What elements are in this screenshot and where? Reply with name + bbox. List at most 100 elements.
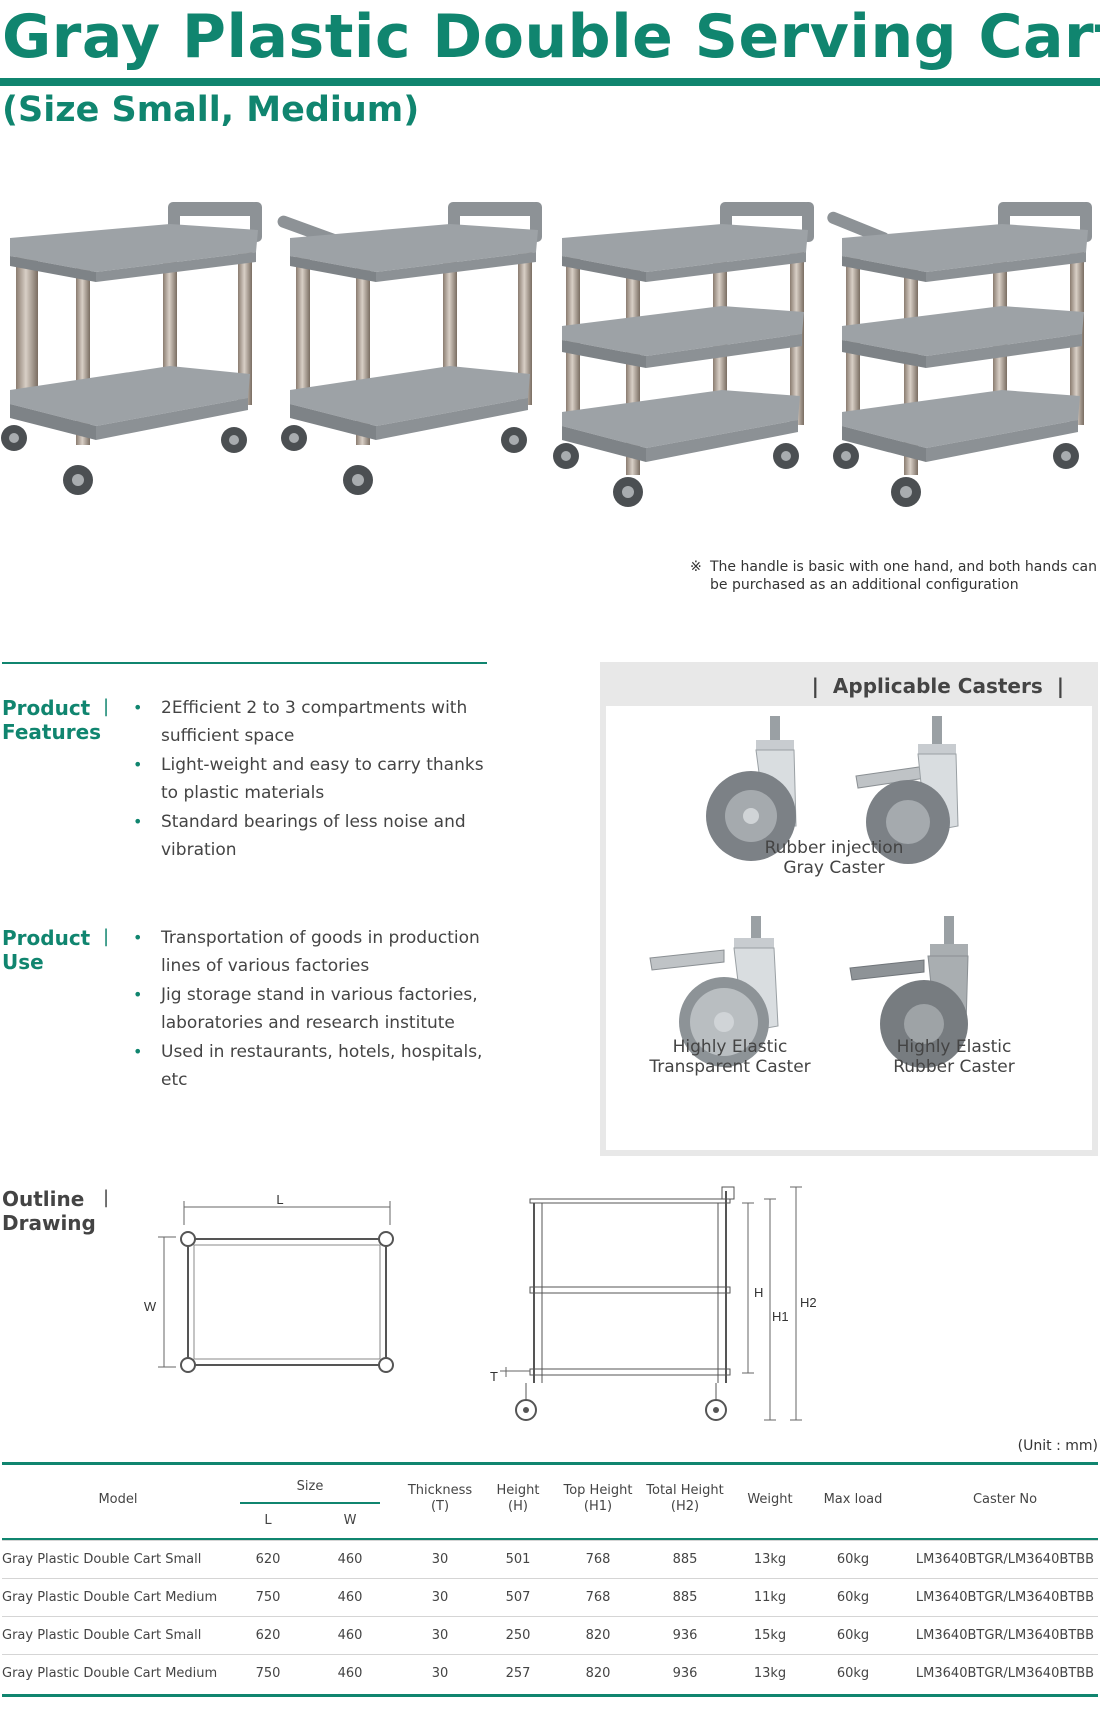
use-text: Transportation of goods in production li…: [161, 928, 480, 976]
use-text: Jig storage stand in various factories, …: [161, 985, 478, 1033]
list-item: •Jig storage stand in various factories,…: [133, 981, 493, 1037]
cell-h: 250: [505, 1628, 531, 1643]
list-item: • Used in restaurants, hotels, hospitals,…: [133, 1038, 493, 1094]
cell-h1: 820: [585, 1628, 611, 1643]
cell-l: 750: [255, 1590, 281, 1605]
dim-h1-label: H1: [772, 1309, 789, 1324]
caster-gray-icon: [706, 716, 797, 861]
casters-header: | Applicable Casters |: [606, 668, 1092, 706]
cart-3tier-two-handles: [827, 202, 1092, 507]
cell-max-load: 60kg: [836, 1628, 870, 1643]
cell-caster: LM3640BTGR/LM3640BTBB: [915, 1666, 1095, 1681]
cell-l: 750: [255, 1666, 281, 1681]
cart-photos: [1, 202, 1092, 507]
cell-t: 30: [431, 1590, 449, 1605]
header-height-line2: (H): [508, 1499, 528, 1514]
cell-caster: LM3640BTGR/LM3640BTBB: [915, 1552, 1095, 1567]
unit-label: (Unit : mm): [1017, 1438, 1098, 1454]
features-label: Product Features: [2, 696, 101, 744]
features-label-line2: Features: [2, 720, 102, 744]
top-view-drawing: L W: [144, 1195, 394, 1373]
header-thickness: Thickness (T): [400, 1483, 480, 1515]
cell-max-load: 60kg: [836, 1666, 870, 1681]
header-size-w: W: [343, 1513, 357, 1528]
casters-title-text: Applicable Casters: [832, 674, 1043, 698]
use-label-line2: Use: [2, 950, 44, 974]
header-total-height: Total Height (H2): [642, 1483, 728, 1515]
caster-label-line2: Gray Caster: [783, 858, 885, 878]
use-separator: |: [103, 926, 110, 947]
cell-h2: 885: [672, 1552, 698, 1567]
cell-t: 30: [431, 1628, 449, 1643]
table-top-rule: [2, 1462, 1098, 1465]
cart-2tier-two-handles: [277, 202, 542, 495]
cell-w: 460: [337, 1590, 363, 1605]
cell-caster: LM3640BTGR/LM3640BTBB: [915, 1590, 1095, 1605]
cell-l: 620: [255, 1552, 281, 1567]
list-item: •Transportation of goods in production l…: [133, 924, 493, 980]
cell-h1: 768: [585, 1590, 611, 1605]
caster-label: Highly Elastic Rubber Caster: [854, 1037, 1054, 1077]
cart-2tier-one-handle: [1, 202, 262, 495]
table-bottom-rule: [2, 1694, 1098, 1697]
table-header: Model Size L W Thickness (T) Height (H) …: [2, 1465, 1098, 1537]
header-bottom-rule: [2, 1538, 1098, 1540]
header-total-height-line1: Total Height: [646, 1483, 724, 1498]
casters-bar-left: |: [811, 674, 819, 698]
handle-note: ※ The handle is basic with one hand, and…: [690, 558, 1100, 594]
cell-model: Gray Plastic Double Cart Medium: [2, 1590, 218, 1605]
header-thickness-line2: (T): [430, 1499, 450, 1514]
cell-t: 30: [431, 1552, 449, 1567]
cell-model: Gray Plastic Double Cart Small: [2, 1552, 202, 1567]
cell-h: 257: [505, 1666, 531, 1681]
header-top-height: Top Height (H1): [558, 1483, 638, 1515]
cell-l: 620: [255, 1628, 281, 1643]
use-label-line1: Product: [2, 926, 91, 950]
caster-label-line1: Rubber injection: [764, 838, 904, 858]
features-label-line1: Product: [2, 696, 91, 720]
casters-panel: | Applicable Casters |: [600, 662, 1098, 1156]
cell-h2: 936: [672, 1628, 698, 1643]
dim-t-label: T: [490, 1369, 498, 1384]
features-separator: |: [103, 696, 110, 717]
cell-weight: 15kg: [753, 1628, 787, 1643]
cell-max-load: 60kg: [836, 1552, 870, 1567]
cell-model: Gray Plastic Double Cart Medium: [2, 1666, 218, 1681]
use-text: Used in restaurants, hotels, hospitals, …: [161, 1042, 483, 1090]
cell-h: 507: [505, 1590, 531, 1605]
table-row: Gray Plastic Double Cart Medium 750 460 …: [2, 1578, 1098, 1616]
outline-label-line1: Outline: [2, 1187, 85, 1211]
cell-caster: LM3640BTGR/LM3640BTBB: [915, 1628, 1095, 1643]
page-title: Gray Plastic Double Serving Cart: [2, 2, 1100, 72]
caster-gray-brake-icon: [855, 716, 959, 864]
page-subtitle: (Size Small, Medium): [2, 90, 420, 130]
bullet-icon: •: [133, 755, 143, 774]
list-item: •Light-weight and easy to carry thanks t…: [133, 751, 493, 807]
caster-label: Highly Elastic Transparent Caster: [630, 1037, 830, 1077]
cart-3tier-one-handle: [553, 202, 814, 507]
header-size-l: L: [264, 1513, 272, 1528]
use-label: Product Use: [2, 926, 90, 974]
table-row: Gray Plastic Double Cart Small 620 460 3…: [2, 1616, 1098, 1654]
dim-h-label: H: [754, 1285, 763, 1300]
dim-l-label: L: [276, 1195, 283, 1207]
title-divider: [0, 78, 1100, 86]
cell-w: 460: [337, 1666, 363, 1681]
dim-h2-label: H2: [800, 1295, 817, 1310]
casters-bar-right: |: [1056, 674, 1064, 698]
header-thickness-line1: Thickness: [407, 1483, 473, 1498]
header-weight: Weight: [747, 1492, 793, 1507]
side-view-drawing: H H1 H2 T: [490, 1186, 817, 1421]
table-row: Gray Plastic Double Cart Small 620 460 3…: [2, 1540, 1098, 1578]
header-top-height-line2: (H1): [583, 1499, 613, 1514]
bullet-icon: •: [133, 1042, 143, 1061]
caster-label-line2: Rubber Caster: [893, 1057, 1015, 1077]
casters-title: | Applicable Casters |: [812, 674, 1064, 698]
section-divider: [2, 662, 487, 664]
feature-text: Standard bearings of less noise and vibr…: [161, 812, 466, 860]
cell-model: Gray Plastic Double Cart Small: [2, 1628, 202, 1643]
bullet-icon: •: [133, 812, 143, 831]
cell-h1: 820: [585, 1666, 611, 1681]
note-text: The handle is basic with one hand, and b…: [710, 559, 1098, 593]
caster-label-line1: Highly Elastic: [672, 1037, 788, 1057]
